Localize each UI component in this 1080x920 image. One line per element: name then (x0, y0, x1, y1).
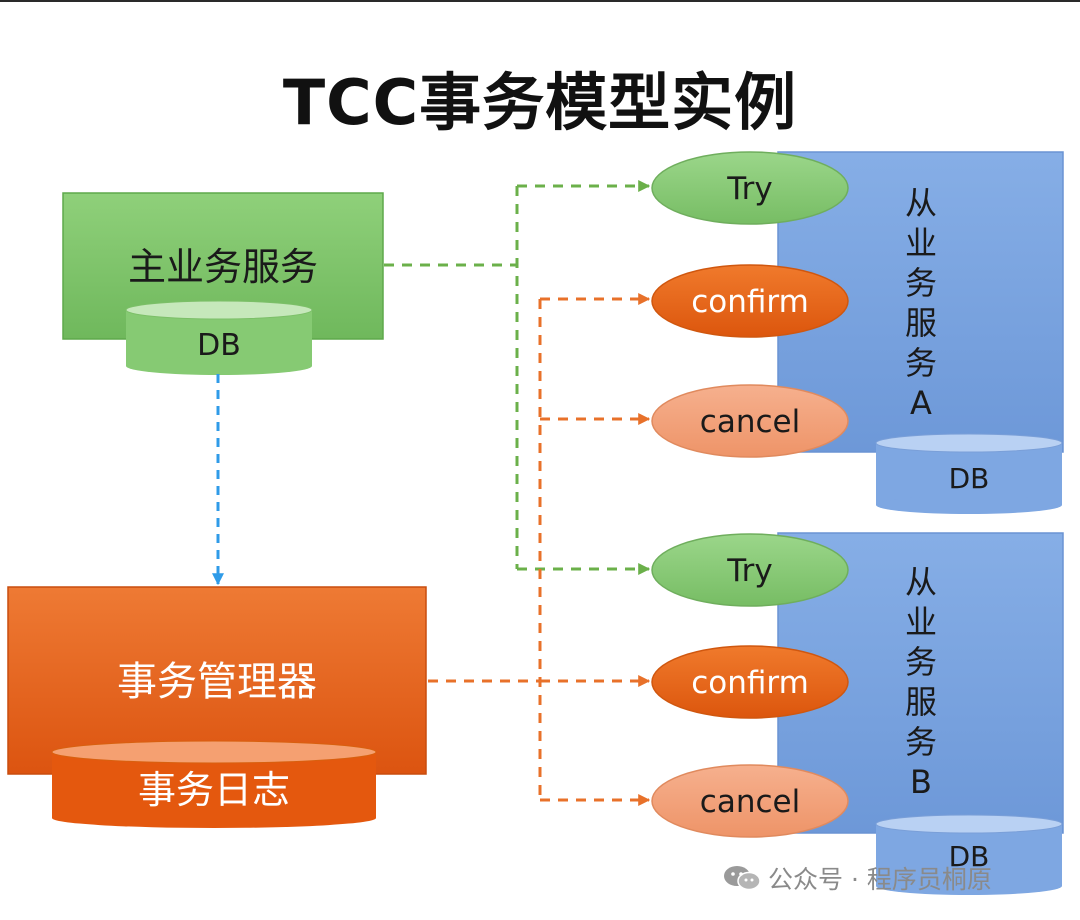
sub-service-b-char-3: 服 (905, 683, 937, 721)
top-border-line (0, 0, 1080, 2)
watermark: 公众号 · 程序员桐原 (722, 858, 992, 898)
sub-service-a-char-3: 服 (905, 304, 937, 342)
cancel-a-pill: cancel (651, 384, 849, 458)
sub-service-b-char-2: 务 (905, 643, 937, 681)
sub-service-b-char-0: 从 (905, 563, 937, 601)
sub-service-b-db-label: DB (949, 840, 990, 873)
main-service-db: DB (125, 300, 313, 375)
try-connectors (384, 180, 651, 575)
transaction-log-db: 事务日志 (51, 740, 377, 828)
cancel-b-pill: cancel (651, 764, 849, 838)
sub-service-a-char-4: 务 (905, 344, 937, 382)
confirm-cancel-connectors (428, 293, 651, 806)
sub-service-b-db: DB (875, 814, 1063, 895)
sub-service-a-char-0: 从 (905, 184, 937, 222)
try-a-pill: Try (651, 151, 849, 225)
confirm-b-pill: confirm (651, 645, 849, 719)
main-service-db-label: DB (197, 328, 241, 363)
sub-service-b-char-4: 务 (905, 723, 937, 761)
watermark-text: 公众号 · 程序员桐原 (768, 865, 992, 894)
cancel-a-label: cancel (700, 404, 800, 440)
main-service: 主业务服务 DB (62, 192, 384, 375)
sub-service-a-db: DB (875, 433, 1063, 514)
diagram-title: TCC事务模型实例 (282, 66, 798, 139)
transaction-log-label: 事务日志 (138, 768, 290, 812)
wechat-icon (724, 866, 761, 891)
confirm-b-label: confirm (691, 665, 809, 701)
sub-service-a-char-1: 业 (905, 224, 937, 262)
try-b-label: Try (726, 553, 772, 589)
transaction-manager: 事务管理器 事务日志 (7, 586, 427, 828)
sub-service-a-db-label: DB (949, 462, 990, 495)
main-service-label: 主业务服务 (128, 245, 318, 289)
confirm-a-pill: confirm (651, 264, 849, 338)
try-a-label: Try (726, 171, 772, 207)
sub-service-a-char-2: 务 (905, 264, 937, 302)
cancel-b-label: cancel (700, 784, 800, 820)
sub-service-a-char-5: A (910, 384, 932, 422)
confirm-a-label: confirm (691, 284, 809, 320)
try-b-pill: Try (651, 533, 849, 607)
sub-service-b-char-5: B (910, 763, 932, 801)
sub-service-b-char-1: 业 (905, 603, 937, 641)
transaction-manager-label: 事务管理器 (117, 659, 317, 705)
